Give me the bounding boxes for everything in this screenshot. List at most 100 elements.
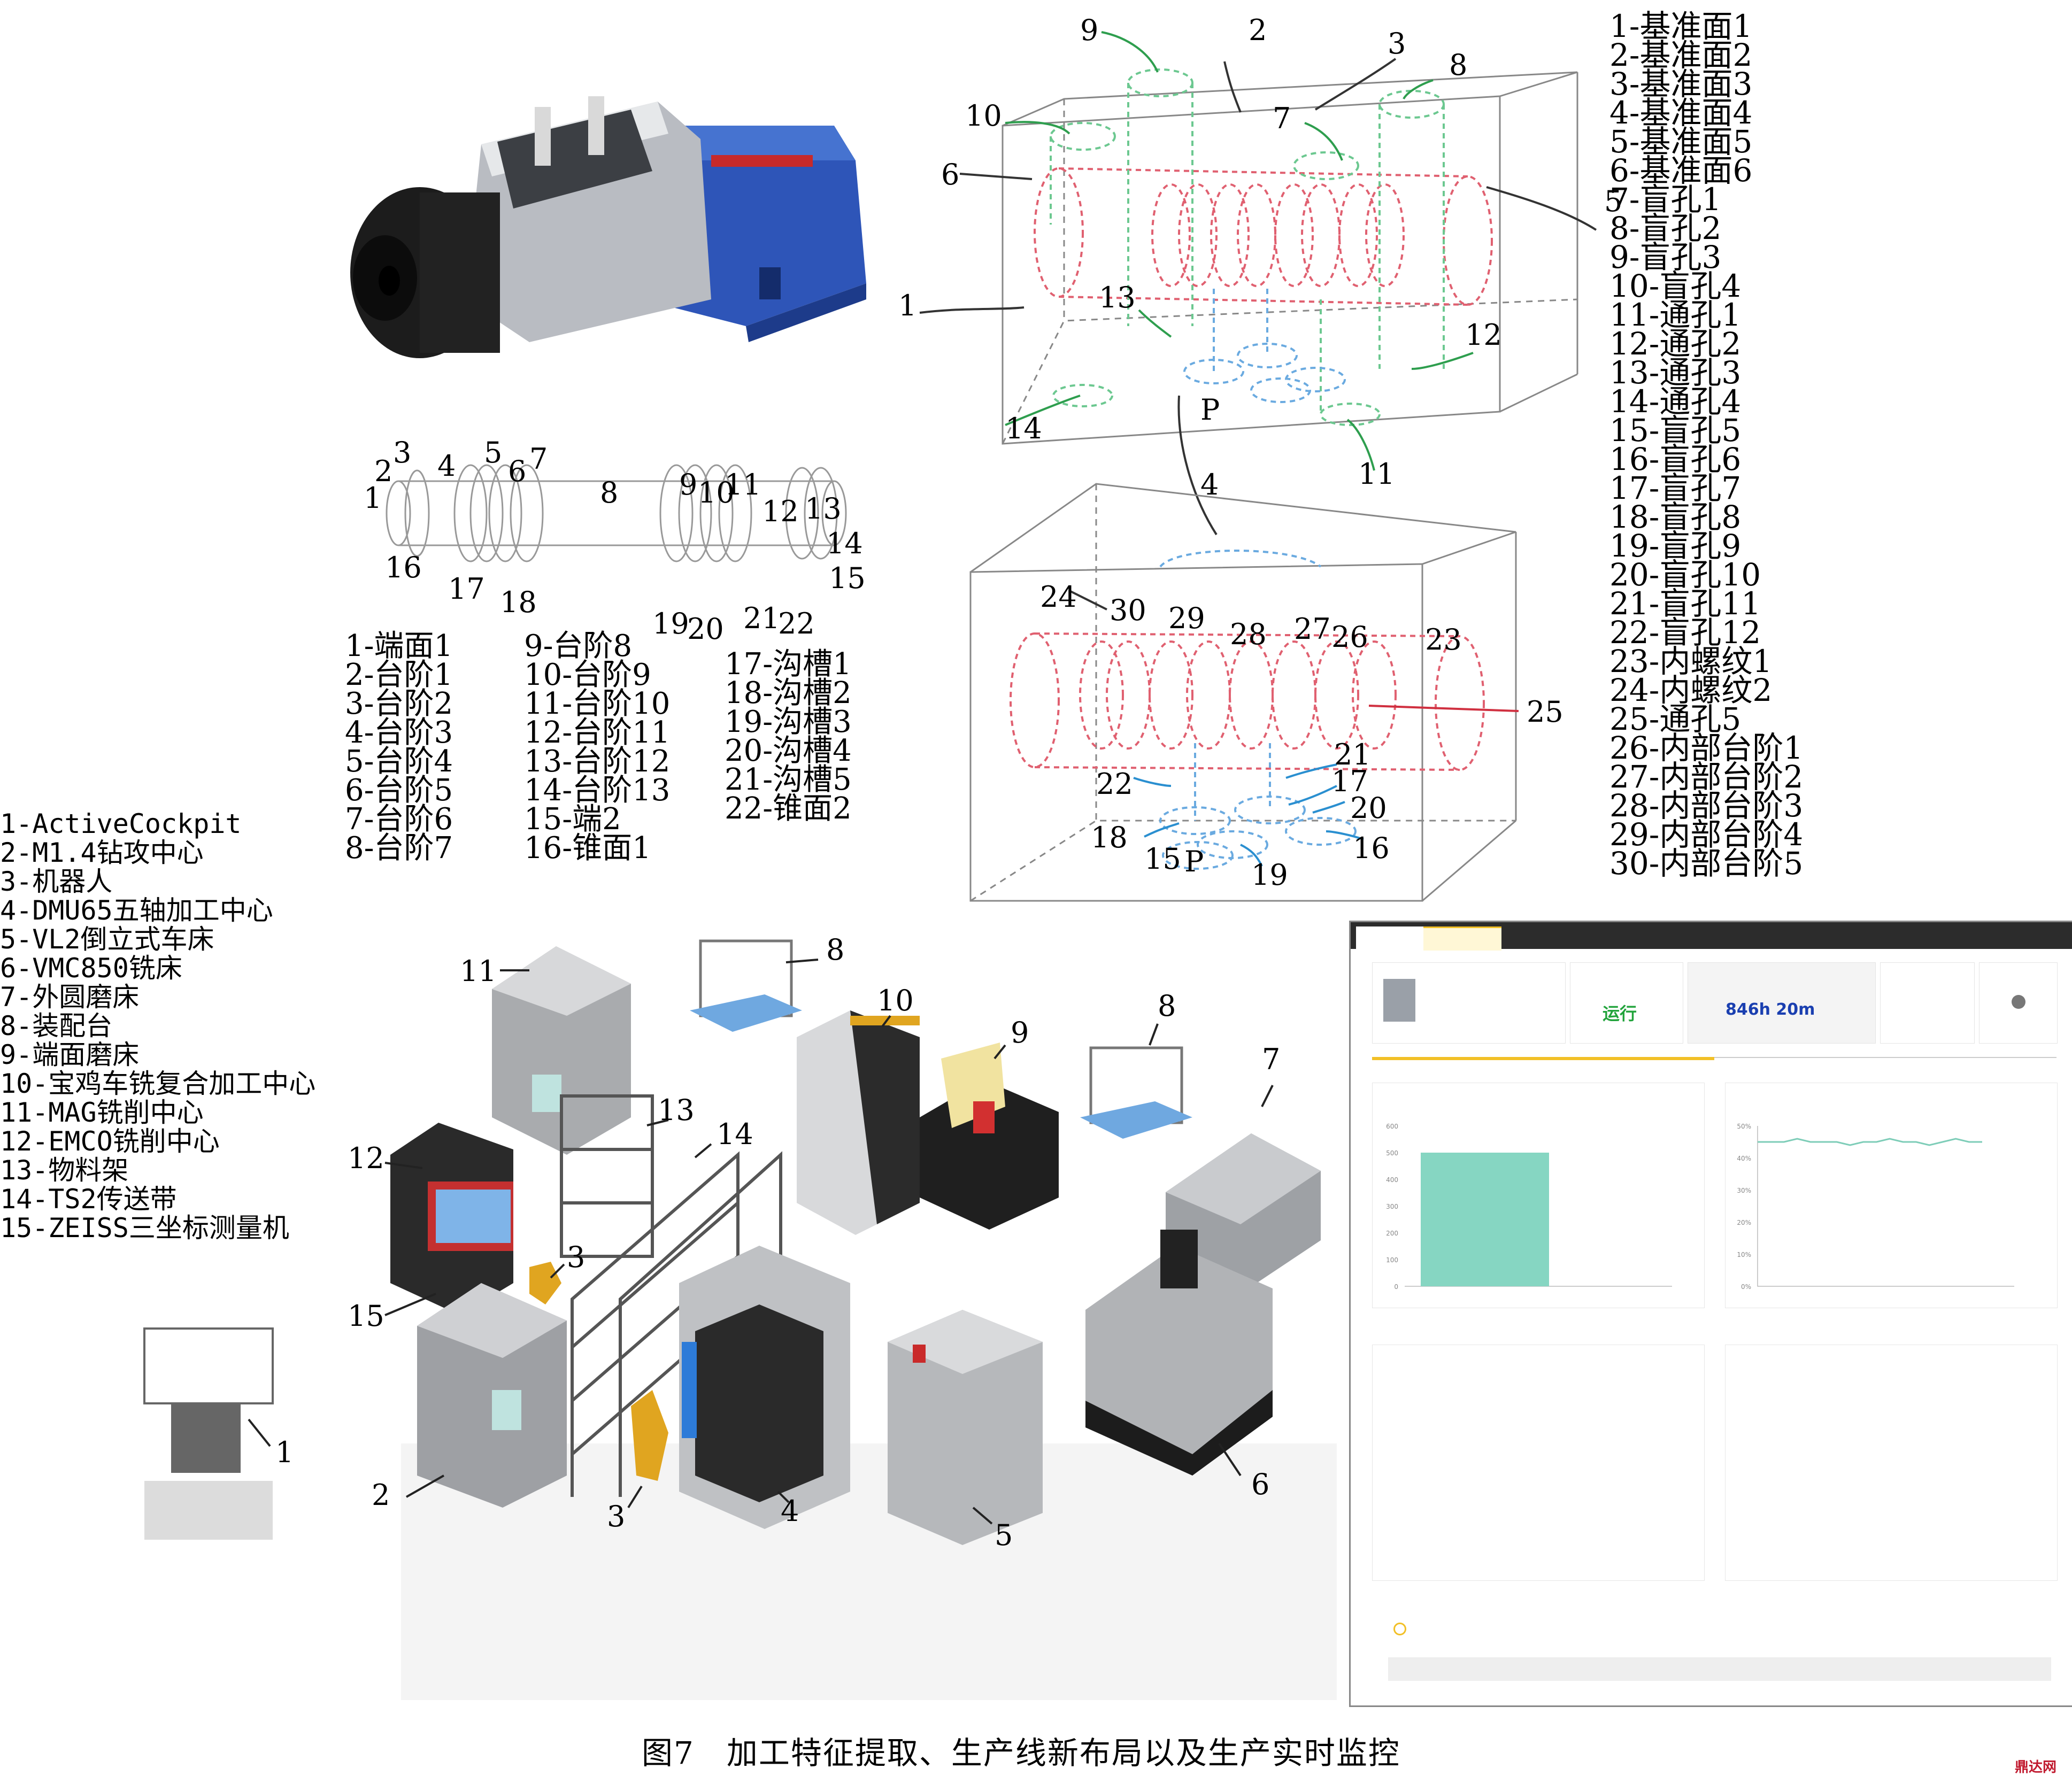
monitor-tab-1[interactable] (1356, 926, 1434, 949)
user-icon (2012, 995, 2025, 1009)
valve-legend-item: 28-内部台阶3 (1609, 787, 1804, 824)
line-legend-item: 1-ActiveCockpit (0, 808, 242, 839)
valve-block-bottom-callout: 18 (1091, 821, 1128, 854)
status-card: 运行 (1570, 962, 1683, 1044)
spool-legend-item: 15-端2 (524, 802, 621, 837)
valve-legend-item: 26-内部台阶1 (1609, 730, 1804, 766)
spool-legend-item: 8-台阶7 (345, 831, 453, 866)
production-line-callout: 9 (1011, 1016, 1029, 1049)
line-legend-item: 13-物料架 (0, 1155, 129, 1186)
line-legend-item: 15-ZEISS三坐标测量机 (0, 1213, 289, 1244)
production-line-callout: 1 (275, 1435, 294, 1469)
monitor-section-tab-inactive[interactable] (1714, 1057, 2056, 1058)
valve-legend-item: 5-基准面5 (1609, 123, 1753, 160)
spool-legend-item: 5-台阶4 (345, 744, 453, 779)
valve-legend-item: 23-内螺纹1 (1609, 643, 1773, 679)
valve-legend-item: 18-盲孔8 (1609, 499, 1742, 535)
spool-callout: 16 (385, 551, 422, 584)
valve-block-top-callout: 8 (1449, 48, 1468, 82)
valve-legend-item: 20-盲孔10 (1609, 557, 1761, 593)
line-legend-item: 7-外圆磨床 (0, 982, 140, 1013)
spool-callout: 14 (826, 527, 863, 560)
valve-legend-item: 21-盲孔11 (1609, 585, 1761, 622)
production-line-callout: 10 (877, 984, 914, 1017)
valve-block-top-callout: 2 (1249, 13, 1267, 47)
valve-block-top-callout: 6 (941, 158, 960, 191)
bar-chart-ytick: 300 (1386, 1203, 1398, 1210)
spool-legend-item: 10-台阶9 (524, 658, 651, 692)
valve-legend-item: 16-盲孔6 (1609, 441, 1742, 477)
valve-block-top-callout: 13 (1099, 281, 1136, 314)
valve-legend-item: 22-盲孔12 (1609, 614, 1761, 651)
spool-legend-item: 17-沟槽1 (725, 647, 852, 682)
bar-chart-ytick: 200 (1386, 1230, 1398, 1237)
valve-block-bottom-bores (1010, 632, 1485, 771)
valve-block-bottom-ports (1159, 550, 1357, 870)
spool-callout: 21 (743, 601, 780, 635)
production-line-callout: 5 (995, 1518, 1013, 1552)
valve-block-bottom-callout: 29 (1168, 601, 1205, 635)
line-chart-ytick: 30% (1737, 1187, 1751, 1194)
line-legend-item: 12-EMCO铣削中心 (0, 1126, 220, 1157)
solenoid-valve-photo (350, 96, 866, 358)
valve-block-bottom-callout: P (1184, 845, 1204, 878)
spool-legend-item: 14-台阶13 (524, 773, 671, 808)
machine-thumbnail (1383, 979, 1415, 1022)
monitor-tab-2[interactable] (1423, 926, 1501, 951)
line-legend-item: 2-M1.4钻攻中心 (0, 837, 204, 868)
spool-legend-item: 6-台阶5 (345, 773, 453, 808)
spool-callout: 5 (484, 436, 503, 469)
spool-legend-item: 16-锥面1 (524, 831, 651, 866)
valve-block-top-vertical-holes (1050, 68, 1445, 426)
valve-block-top (1002, 71, 1578, 445)
line-chart-svg: 50%40%30%20%10%0% (1737, 1123, 2014, 1291)
valve-block-top-callout: 3 (1388, 27, 1406, 60)
spool-legend-item: 1-端面1 (345, 629, 453, 663)
monitor-section-tab-active[interactable] (1372, 1057, 1714, 1060)
valve-block-bottom-callout: 15 (1144, 842, 1181, 876)
valve-legend-item: 15-盲孔5 (1609, 412, 1742, 449)
valve-legend-item: 9-盲孔3 (1609, 239, 1722, 275)
production-line-callout: 8 (826, 933, 845, 967)
valve-legend-item: 25-通孔5 (1609, 701, 1742, 737)
valve-legend-item: 14-通孔4 (1609, 383, 1742, 420)
spool-legend-item: 21-沟槽5 (725, 762, 852, 797)
spool-callout: 15 (829, 561, 866, 595)
line-chart-ytick: 20% (1737, 1219, 1751, 1226)
spool-callout: 6 (508, 454, 527, 488)
spool-legend-item: 11-台阶10 (524, 686, 671, 721)
valve-block-bottom-callout: 25 (1527, 695, 1563, 729)
valve-legend-item: 24-内螺纹2 (1609, 672, 1773, 708)
operator-card (1979, 962, 2058, 1044)
valve-block-bottom-callout: 30 (1110, 593, 1146, 627)
spool-callout: 12 (762, 495, 799, 528)
bar-chart-ytick: 600 (1386, 1123, 1398, 1130)
valve-legend-item: 27-内部台阶2 (1609, 759, 1804, 795)
valve-block-top-ports (1183, 289, 1346, 403)
production-line-callout: 2 (372, 1478, 390, 1512)
line-legend-item: 5-VL2倒立式车床 (0, 924, 214, 955)
bar-chart-ytick: 400 (1386, 1176, 1398, 1184)
spool-legend-item: 19-沟槽3 (725, 705, 852, 739)
runtime-value: 846h 20m (1726, 1000, 1815, 1019)
line-chart-panel-top: 50%40%30%20%10%0% (1725, 1083, 2058, 1308)
brand-watermark: 鼎达网 (2015, 1759, 2057, 1775)
multi-line-panel-right (1725, 1345, 2058, 1581)
spool-drawing (386, 464, 847, 562)
production-line-callout: 6 (1251, 1468, 1270, 1501)
spool-legend-item: 4-台阶3 (345, 715, 453, 750)
valve-block-top-callout: 9 (1080, 13, 1099, 47)
spool-callout: 11 (725, 468, 761, 501)
valve-legend-item: 6-基准面6 (1609, 152, 1753, 189)
alarm-dot (1393, 1623, 1406, 1635)
line-legend-item: 6-VMC850铣床 (0, 953, 182, 984)
bar-chart-ytick: 500 (1386, 1149, 1398, 1157)
line-chart-ytick: 50% (1737, 1123, 1751, 1130)
spool-legend-item: 20-沟槽4 (725, 733, 852, 768)
production-line-callout: 4 (781, 1494, 799, 1528)
